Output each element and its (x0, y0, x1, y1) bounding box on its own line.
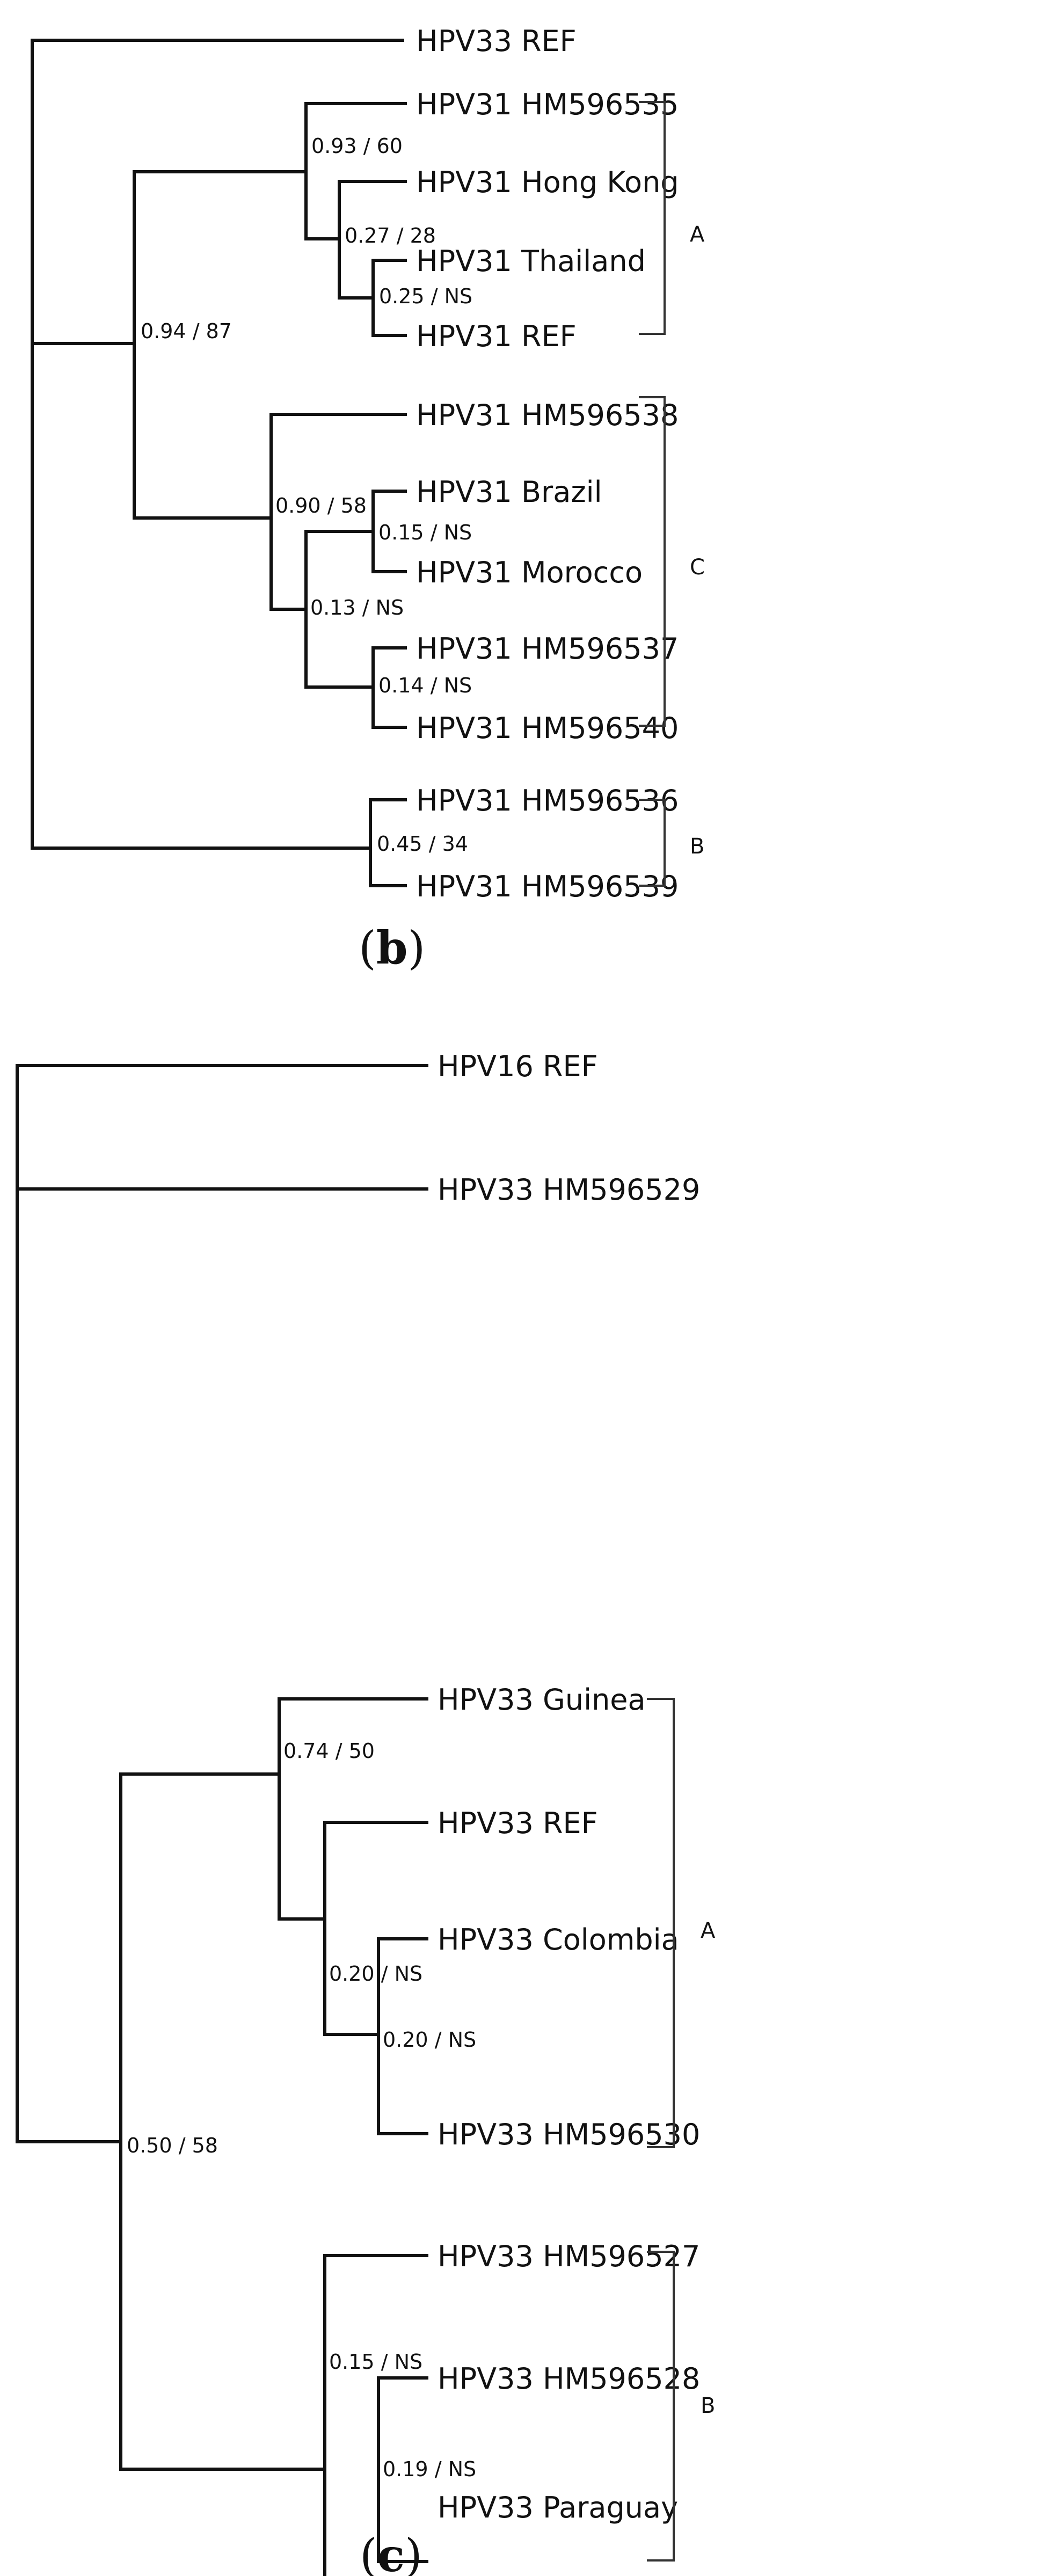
panel-b-tree (31, 39, 407, 887)
panel-c-label: (c) (360, 2529, 422, 2576)
support-value: 0.50 / 58 (127, 2134, 218, 2157)
panel-b-support-values: 0.94 / 87 0.93 / 60 0.27 / 28 0.25 / NS … (141, 134, 472, 856)
support-value: 0.15 / NS (378, 521, 472, 544)
tip-label: HPV31 HM596538 (416, 398, 679, 432)
panel-b-label: (b) (359, 921, 425, 974)
support-value: 0.74 / 50 (283, 1739, 375, 1763)
clade-bracket-b (647, 2251, 675, 2562)
support-value: 0.45 / 34 (377, 832, 468, 856)
tip-label: HPV31 Thailand (416, 244, 646, 278)
support-value: 0.19 / NS (383, 2457, 476, 2481)
tip-label: HPV16 REF (438, 1049, 598, 1083)
panel-b-clade-brackets: A C B (639, 101, 705, 887)
support-value: 0.90 / 58 (275, 494, 367, 517)
support-value: 0.20 / NS (329, 1962, 422, 1986)
panel-c-clade-brackets: A B (647, 1698, 716, 2562)
clade-label-a: A (701, 1918, 716, 1943)
support-value: 0.27 / 28 (345, 224, 436, 247)
tip-label: HPV33 Guinea (438, 1683, 646, 1717)
tip-label: HPV31 REF (416, 319, 577, 353)
panel-c-tree (16, 1064, 428, 2576)
panel-b-tip-labels: HPV33 REF HPV31 HM596535 HPV31 Hong Kong… (416, 24, 679, 903)
clade-label-b: B (701, 2393, 715, 2418)
tip-label: HPV33 HM596529 (438, 1173, 700, 1207)
clade-label-a: A (690, 222, 705, 247)
clade-bracket-c (639, 396, 666, 727)
tip-label: HPV33 Paraguay (438, 2491, 678, 2524)
clade-bracket-a (647, 1698, 675, 2148)
support-value: 0.15 / NS (329, 2350, 422, 2374)
tip-label: HPV31 HM596539 (416, 870, 679, 903)
clade-label-b: B (690, 834, 704, 859)
tip-label: HPV33 HM596527 (438, 2239, 700, 2273)
tip-label: HPV33 REF (438, 1806, 598, 1840)
support-value: 0.13 / NS (310, 596, 404, 619)
tip-label: HPV31 HM596540 (416, 711, 679, 745)
tip-label: HPV31 HM596537 (416, 632, 679, 666)
panel-c-support-values: 0.74 / 50 0.20 / NS 0.20 / NS 0.50 / 58 … (127, 1739, 476, 2481)
tip-label: HPV31 Morocco (416, 556, 643, 589)
support-value: 0.20 / NS (383, 2028, 476, 2052)
clade-label-c: C (690, 555, 705, 580)
tip-label: HPV31 Hong Kong (416, 165, 679, 199)
support-value: 0.14 / NS (378, 674, 472, 697)
panel-c-tip-labels: HPV16 REF HPV33 HM596529 HPV33 Guinea HP… (438, 1049, 700, 2524)
clade-bracket-a (639, 101, 666, 335)
clade-bracket-b (639, 799, 666, 887)
tip-label: HPV33 Colombia (438, 1923, 679, 1957)
support-value: 0.94 / 87 (141, 319, 232, 343)
tip-label: HPV33 HM596528 (438, 2362, 700, 2396)
support-value: 0.25 / NS (379, 284, 472, 308)
tip-label: HPV31 Brazil (416, 475, 602, 509)
tip-label: HPV31 HM596535 (416, 87, 679, 121)
support-value: 0.93 / 60 (311, 134, 403, 158)
tip-label: HPV33 REF (416, 24, 577, 58)
